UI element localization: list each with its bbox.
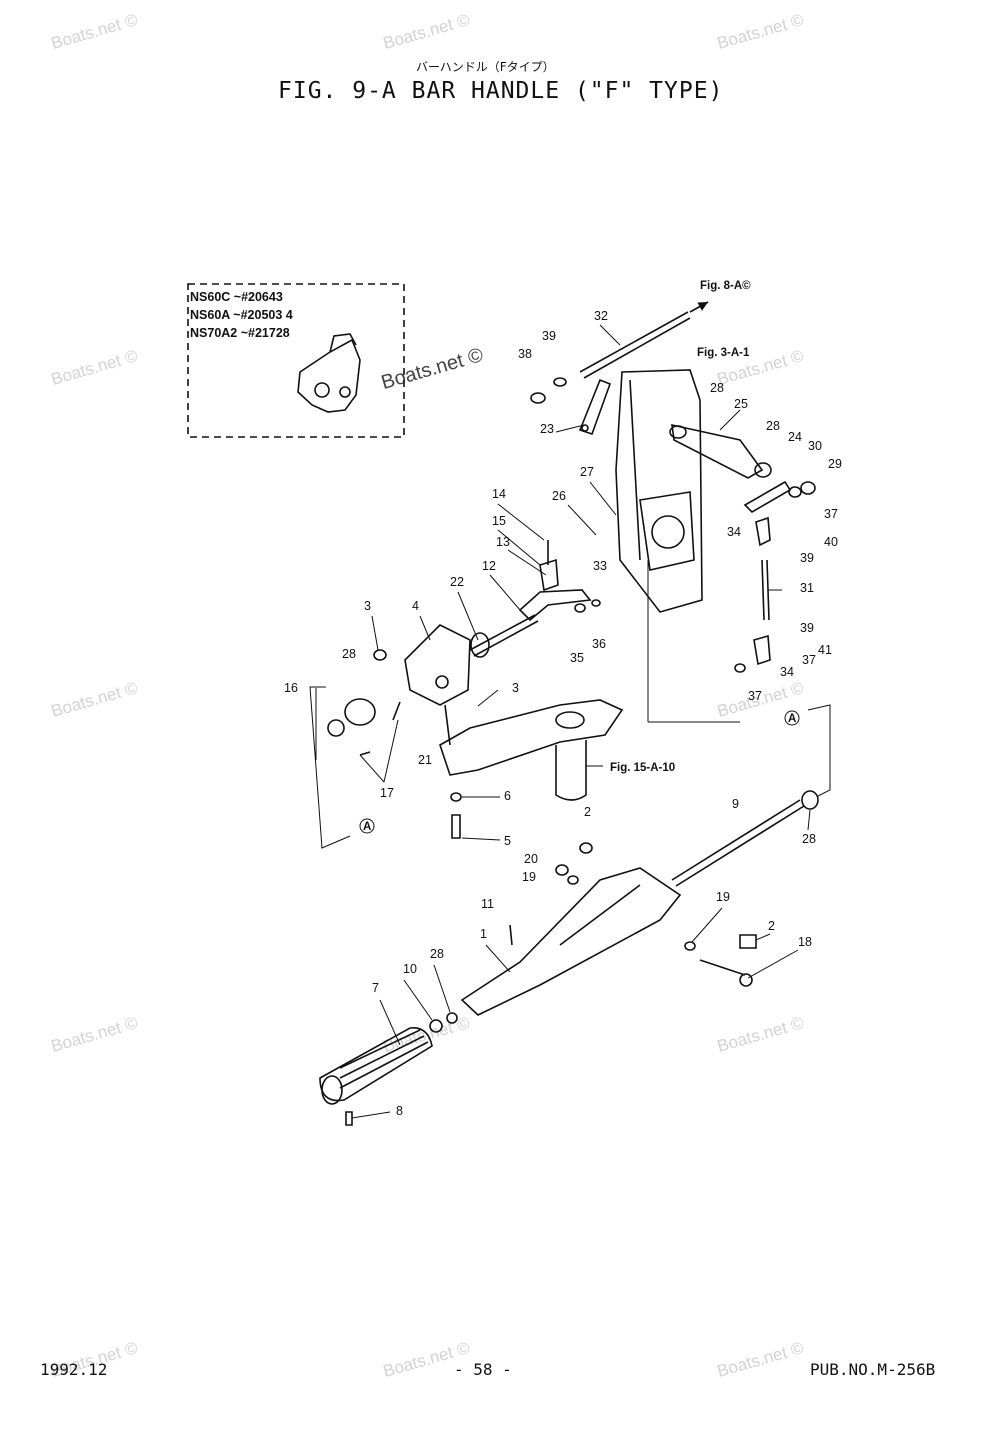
throttle-rod-32 <box>579 301 709 379</box>
handle-tube-1 <box>460 842 682 1016</box>
callout-18: 18 <box>798 935 812 949</box>
callout-12: 12 <box>482 559 496 573</box>
callout-23: 23 <box>540 422 554 436</box>
page-title: FIG. 9-A BAR HANDLE ("F" TYPE) <box>278 78 724 104</box>
callout-3: 3 <box>364 599 371 613</box>
callout-36: 36 <box>592 637 606 651</box>
footer-date: 1992.12 <box>40 1360 108 1379</box>
bracket-plate <box>615 369 703 613</box>
callout-5: 5 <box>504 834 511 848</box>
callout-3: 3 <box>512 681 519 695</box>
callout-38: 38 <box>518 347 532 361</box>
callout-7: 7 <box>372 981 379 995</box>
callout-17: 17 <box>380 786 394 800</box>
inset-model-line: NS60A ~#20503 4 <box>190 308 293 322</box>
callout-15: 15 <box>492 514 506 528</box>
connector-lines <box>309 560 831 849</box>
callout-35: 35 <box>570 651 584 665</box>
callout-13: 13 <box>496 535 510 549</box>
callout-34: 34 <box>780 665 794 679</box>
callout-25: 25 <box>734 397 748 411</box>
callout-8: 8 <box>396 1104 403 1118</box>
callout-20: 20 <box>524 852 538 866</box>
callout-21: 21 <box>418 753 432 767</box>
callout-39: 39 <box>800 621 814 635</box>
callout-30: 30 <box>808 439 822 453</box>
callout-22: 22 <box>450 575 464 589</box>
callout-19: 19 <box>716 890 730 904</box>
callout-10: 10 <box>403 962 417 976</box>
callout-6: 6 <box>504 789 511 803</box>
callout-39: 39 <box>800 551 814 565</box>
callout-29: 29 <box>828 457 842 471</box>
link-12-13 <box>518 540 601 622</box>
footer-page-number: - 58 - <box>454 1360 512 1379</box>
callout-27: 27 <box>580 465 594 479</box>
rod-9 <box>671 790 819 887</box>
callout-31: 31 <box>800 581 814 595</box>
callout-labels: 1 2 2 3 3 4 5 6 7 8 9 10 11 12 13 14 15 … <box>284 309 842 1118</box>
callout-2: 2 <box>584 805 591 819</box>
callout-33: 33 <box>593 559 607 573</box>
inset-model-line: NS60C ~#20643 <box>190 290 283 304</box>
callout-32: 32 <box>594 309 608 323</box>
bracket-4 <box>373 624 471 706</box>
callout-28: 28 <box>710 381 724 395</box>
callout-26: 26 <box>552 489 566 503</box>
ref-a-label: A <box>788 713 796 725</box>
callout-39: 39 <box>542 329 556 343</box>
callout-19: 19 <box>522 870 536 884</box>
callout-9: 9 <box>732 797 739 811</box>
callout-1: 1 <box>480 927 487 941</box>
leader-lines <box>315 324 811 1119</box>
rod-31 <box>734 516 771 673</box>
link-38-39-23 <box>530 377 612 436</box>
ref-fig-8a: Fig. 8-A© <box>700 280 751 292</box>
ref-fig-3a1: Fig. 3-A-1 <box>697 347 750 359</box>
callout-34: 34 <box>727 525 741 539</box>
callout-24: 24 <box>788 430 802 444</box>
ref-a-label: A <box>363 821 371 833</box>
callout-37: 37 <box>824 507 838 521</box>
callout-11: 11 <box>481 897 494 911</box>
callout-37: 37 <box>802 653 816 667</box>
ref-circle-a <box>784 710 800 726</box>
handle-bracket-arm <box>439 699 624 839</box>
callout-28: 28 <box>430 947 444 961</box>
callout-14: 14 <box>492 487 506 501</box>
callout-28: 28 <box>342 647 356 661</box>
hardware-28-24-30-29 <box>743 462 816 514</box>
shaft-22 <box>469 614 539 658</box>
callout-16: 16 <box>284 681 298 695</box>
callout-4: 4 <box>412 599 419 613</box>
page-subtitle: バーハンドル（Fタイプ） <box>416 60 555 74</box>
inset-box <box>187 283 405 438</box>
arm-25 <box>669 423 764 479</box>
footer-publication-number: PUB.NO.M-256B <box>810 1360 936 1379</box>
callout-40: 40 <box>824 535 838 549</box>
ref-circle-a <box>359 818 375 834</box>
inset-bracket-part <box>297 333 361 413</box>
callout-41: 41 <box>818 643 832 657</box>
callout-28: 28 <box>766 419 780 433</box>
callout-28: 28 <box>802 832 816 846</box>
callout-37: 37 <box>748 689 762 703</box>
grip-7 <box>319 1012 458 1126</box>
callout-2: 2 <box>768 919 775 933</box>
cam-16 <box>327 698 401 756</box>
inset-model-line: NS70A2 ~#21728 <box>190 326 290 340</box>
bolts-2-18-19 <box>684 934 757 987</box>
ref-fig-15a10: Fig. 15-A-10 <box>610 762 675 774</box>
